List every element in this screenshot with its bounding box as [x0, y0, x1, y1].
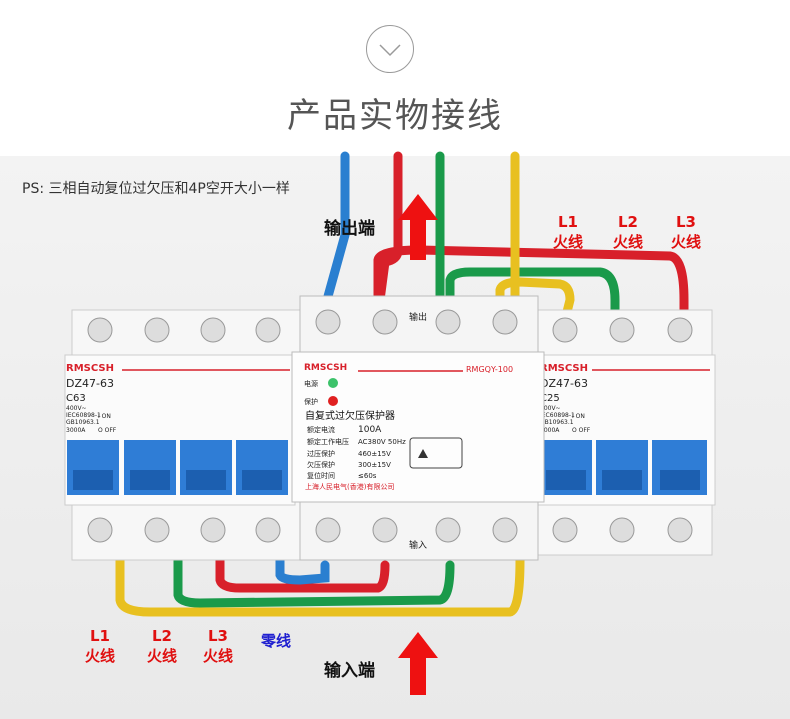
breaker-model: DZ47-63 [540, 377, 588, 390]
label-text: 400V~ [66, 405, 87, 412]
right-breaker: RMSCSH DZ47-63 C25 400V~ IEC60898-1 GB10… [536, 309, 716, 556]
label-text: 额定工作电压 [307, 437, 349, 446]
label-text: 过压保护 [307, 449, 335, 458]
label-text: 火线 [84, 647, 115, 665]
label-text: 火线 [612, 233, 643, 251]
page-title: 产品实物接线 [287, 96, 503, 136]
top-phase-l2: L2 火线 [608, 212, 648, 252]
label-text: I ON [572, 413, 585, 420]
input-arrow-icon [398, 632, 438, 695]
label-text: L1 [558, 213, 578, 231]
label-text: RMGQY-100 [466, 365, 513, 374]
top-phase-l1: L1 火线 [548, 212, 588, 252]
label-text: 火线 [670, 233, 701, 251]
warning-icon [418, 449, 428, 458]
label-text: 保护 [304, 397, 318, 406]
protect-led-icon [328, 396, 338, 406]
label-text: AC380V 50Hz [358, 438, 406, 446]
label-text: 火线 [146, 647, 177, 665]
note-text: PS: 三相自动复位过欠压和4P空开大小一样 [22, 181, 290, 197]
label-text: 300±15V [358, 461, 391, 469]
brand-logo: RMSCSH [66, 363, 114, 374]
label-text: 欠压保护 [307, 460, 335, 469]
label-text: L2 [152, 627, 172, 645]
label-text: L2 [618, 213, 638, 231]
label-text: 输出 [409, 311, 427, 323]
bottom-phase-l2: L2 火线 [142, 626, 182, 666]
label-text: O OFF [572, 427, 591, 434]
label-text: IEC60898-1 [540, 412, 575, 419]
label-text: L3 [208, 627, 228, 645]
label-text: L1 [90, 627, 110, 645]
label-text: 输入 [409, 539, 427, 551]
label-text: IEC60898-1 [66, 412, 101, 419]
label-text: 自复式过欠压保护器 [305, 409, 395, 422]
label-text: ≤60s [358, 472, 377, 480]
label-text: I ON [98, 413, 111, 420]
label-text: 3000A [66, 427, 86, 434]
label-text: 100A [358, 425, 382, 435]
label-text: 火线 [202, 647, 233, 665]
brand-logo: RMSCSH [304, 363, 347, 373]
label-text: 400V~ [540, 405, 561, 412]
label-text: 额定电流 [307, 425, 335, 434]
label-text: O OFF [98, 427, 117, 434]
voltage-protector: 输出 输入 RMSCSH RMGQY-100 电源 保护 自复式过欠压保护器 额… [291, 295, 545, 561]
label-text: L3 [676, 213, 696, 231]
top-phase-l3: L3 火线 [666, 212, 706, 252]
input-label: 输入端 [324, 661, 375, 681]
label-text: 复位时间 [307, 471, 335, 480]
label-text: 460±15V [358, 450, 391, 458]
header: 产品实物接线 [0, 0, 790, 156]
breaker-model: DZ47-63 [66, 377, 114, 390]
brand-logo: RMSCSH [540, 363, 588, 374]
label-text: GB10963.1 [66, 419, 100, 426]
bottom-phase-l3: L3 火线 [198, 626, 238, 666]
output-label: 输出端 [324, 219, 375, 239]
label-text: 3000A [540, 427, 560, 434]
chevron-down-icon[interactable] [366, 25, 414, 73]
breaker-rating: C25 [540, 393, 560, 404]
label-text: 上海人民电气(香港)有限公司 [305, 482, 394, 491]
breaker-rating: C63 [66, 393, 86, 404]
neutral-label: 零线 [260, 632, 291, 650]
output-arrow-icon [398, 194, 438, 260]
label-text: GB10963.1 [540, 419, 574, 426]
label-text: 火线 [552, 233, 583, 251]
power-led-icon [328, 378, 338, 388]
bottom-phase-l1: L1 火线 [80, 626, 120, 666]
left-breaker: RMSCSH DZ47-63 C63 400V~ IEC60898-1 GB10… [64, 309, 301, 561]
label-text: 电源 [304, 379, 318, 388]
